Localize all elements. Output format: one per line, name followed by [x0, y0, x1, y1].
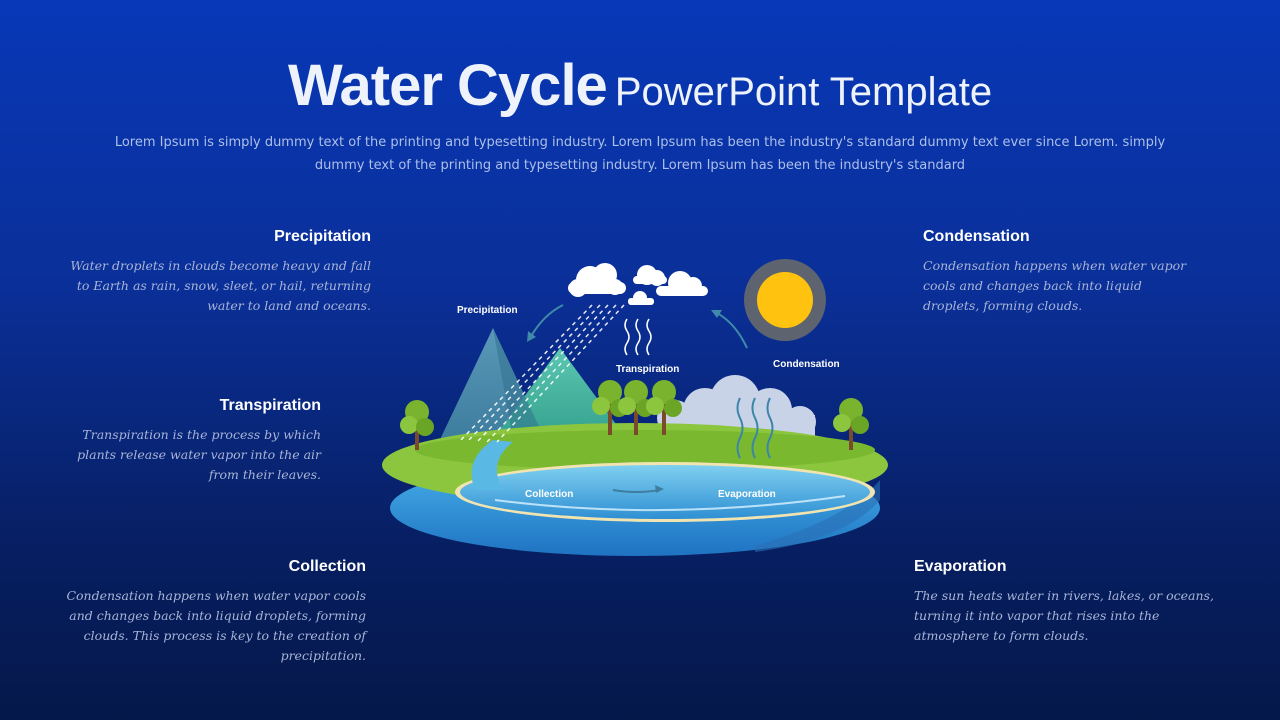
diagram-label-precipitation: Precipitation [457, 305, 518, 316]
rain-lines [458, 304, 625, 443]
water-cycle-illustration: Precipitation Transpiration Condensation… [382, 259, 888, 556]
condensation-title: Condensation [923, 228, 1030, 245]
title-bold: Water Cycle [287, 53, 608, 118]
arrow-icon [714, 311, 748, 349]
arrow-icon [529, 304, 564, 339]
diagram-label-transpiration: Transpiration [616, 364, 679, 375]
transpiration-vapor [624, 318, 652, 356]
diagram-label-evaporation: Evaporation [718, 489, 776, 500]
evaporation-title: Evaporation [914, 558, 1007, 575]
title-light: PowerPoint Template [614, 70, 993, 114]
precipitation-block: Precipitation Water droplets in clouds b… [70, 228, 371, 316]
collection-title: Collection [288, 558, 366, 575]
arrow-icon [527, 331, 536, 342]
tree-icon [400, 400, 434, 450]
condensation-text: Condensation happens when water vapor co… [923, 258, 1187, 313]
evaporation-block: Evaporation The sun heats water in river… [914, 558, 1214, 646]
slide-subtitle: Lorem Ipsum is simply dummy text of the … [114, 135, 1166, 173]
transpiration-block: Transpiration Transpiration is the proce… [50, 397, 321, 485]
arrow-icon [711, 310, 722, 318]
precipitation-text: Water droplets in clouds become heavy an… [70, 258, 371, 313]
arrow-icon [655, 485, 664, 493]
condensation-block: Condensation Condensation happens when w… [923, 228, 1193, 316]
transpiration-title: Transpiration [219, 397, 321, 414]
collection-block: Collection Condensation happens when wat… [40, 558, 366, 666]
tree-icon [646, 380, 682, 435]
precipitation-title: Precipitation [274, 228, 371, 245]
island-base-shadow [755, 480, 880, 552]
island-grass-top [415, 430, 875, 470]
evaporation-text: The sun heats water in rivers, lakes, or… [914, 588, 1214, 643]
evaporation-vapor [736, 397, 774, 459]
cloud-icon [628, 291, 654, 305]
diagram-label-collection: Collection [525, 489, 573, 500]
lake-ripple [494, 495, 846, 512]
cloud-icon [568, 263, 626, 297]
river [471, 440, 513, 490]
transpiration-text: Transpiration is the process by which pl… [77, 427, 321, 482]
cloud-icon [656, 271, 708, 296]
collection-text: Condensation happens when water vapor co… [66, 588, 366, 663]
sun-icon [744, 259, 826, 341]
diagram-label-condensation: Condensation [773, 359, 840, 370]
tree-icon [833, 398, 869, 450]
mountain-shade [493, 328, 550, 450]
cloud-icon [633, 265, 667, 286]
